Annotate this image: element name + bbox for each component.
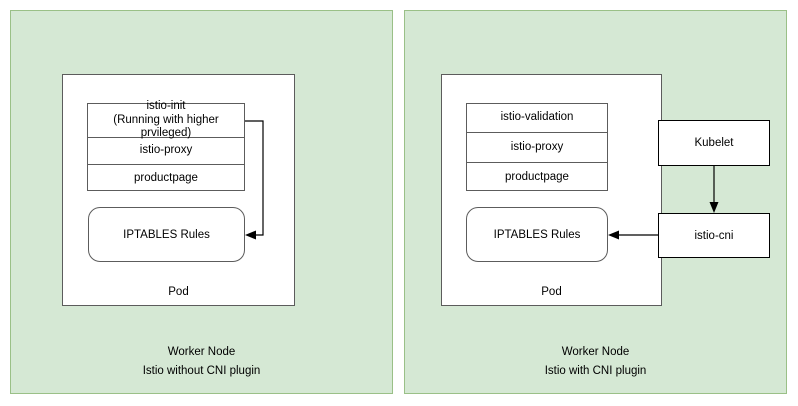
worker-node-caption-right: Worker Node Istio with CNI plugin bbox=[404, 343, 787, 381]
container-stack-right: istio-validation istio-proxy productpage bbox=[466, 103, 608, 191]
worker-node-label-left: Worker Node bbox=[167, 346, 236, 358]
worker-node-sublabel-right: Istio with CNI plugin bbox=[544, 365, 647, 377]
istio-cni-box: istio-cni bbox=[658, 213, 770, 258]
worker-node-sublabel-left: Istio without CNI plugin bbox=[142, 365, 261, 377]
container-productpage-right: productpage bbox=[505, 170, 569, 183]
istio-cni-label: istio-cni bbox=[694, 229, 734, 242]
container-istio-proxy-left: istio-proxy bbox=[88, 138, 244, 165]
pod-label-left: Pod bbox=[168, 286, 189, 298]
container-stack-left: istio-init (Running with higher prvilege… bbox=[87, 100, 245, 191]
iptables-rules-label-left: IPTABLES Rules bbox=[123, 228, 210, 241]
iptables-rules-label-right: IPTABLES Rules bbox=[493, 228, 581, 241]
kubelet-label: Kubelet bbox=[694, 137, 734, 149]
iptables-rules-box-right: IPTABLES Rules bbox=[466, 207, 608, 262]
container-istio-init: istio-init (Running with higher prvilege… bbox=[88, 100, 244, 139]
pod-label-right: Pod bbox=[541, 286, 562, 298]
container-istio-validation: istio-validation bbox=[467, 104, 607, 134]
container-istio-proxy-right: istio-proxy bbox=[467, 133, 607, 163]
container-productpage-left: productpage bbox=[134, 171, 198, 184]
kubelet-box: Kubelet bbox=[658, 120, 770, 166]
worker-node-label-right: Worker Node bbox=[561, 346, 630, 358]
worker-node-caption-left: Worker Node Istio without CNI plugin bbox=[10, 343, 393, 381]
iptables-rules-box-left: IPTABLES Rules bbox=[88, 207, 245, 262]
